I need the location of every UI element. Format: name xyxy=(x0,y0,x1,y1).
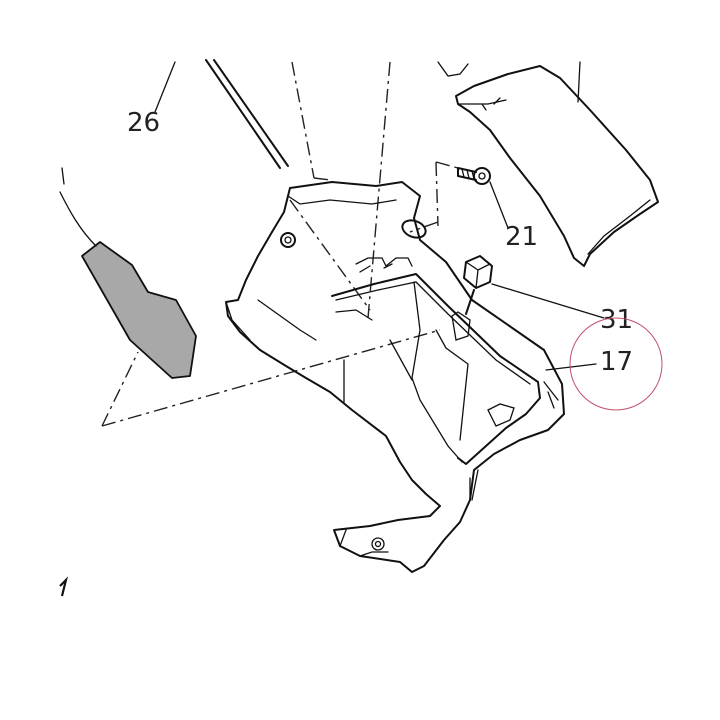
leader-17 xyxy=(545,363,597,371)
leader-21 xyxy=(489,181,509,229)
callout-21: 21 xyxy=(505,222,538,252)
leader-31 xyxy=(491,283,605,319)
assembly-axes xyxy=(101,61,459,427)
callout-31: 31 xyxy=(600,305,633,335)
leader-26 xyxy=(154,61,176,113)
callout-26: 26 xyxy=(127,108,160,138)
callout-17: 17 xyxy=(600,347,633,377)
rod xyxy=(205,59,289,169)
part-21-bolt[interactable] xyxy=(457,167,491,185)
highlight-circle xyxy=(569,317,663,411)
part-31-clip[interactable] xyxy=(451,255,493,341)
part-17-bracket[interactable] xyxy=(225,181,565,573)
part-26-gasket[interactable] xyxy=(59,167,197,379)
upper-cover xyxy=(437,61,659,267)
stray-mark xyxy=(59,576,69,597)
